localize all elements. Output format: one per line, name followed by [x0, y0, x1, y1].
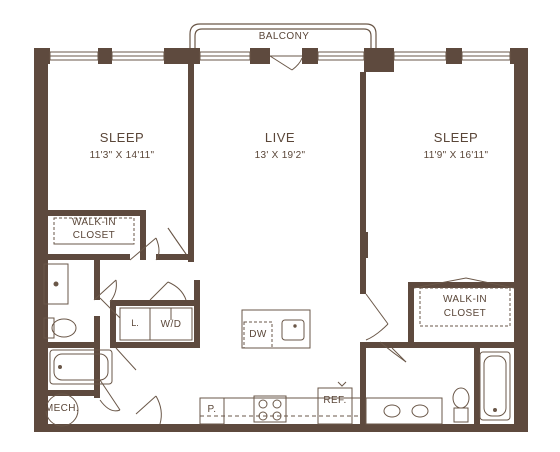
- windows: [49, 51, 511, 61]
- dishwasher-label: DW: [249, 329, 267, 340]
- closet-right-label-2: CLOSET: [443, 308, 487, 319]
- living-dims: 13' X 19'2": [254, 150, 306, 161]
- mechanical-label: MECH.: [44, 403, 80, 414]
- bath-right-fixtures: [365, 351, 511, 425]
- bedroom-right-name: SLEEP: [433, 130, 479, 145]
- closet-right: [413, 277, 515, 327]
- laundry-fixtures: [119, 307, 193, 341]
- kitchen-counter: [199, 381, 360, 425]
- closet-left-label-2: CLOSET: [72, 230, 116, 241]
- closet-left: [53, 217, 135, 245]
- kitchen-island: [241, 309, 311, 349]
- living-name: LIVE: [264, 130, 296, 145]
- linen-label: L.: [131, 318, 139, 328]
- door-swings: [93, 227, 407, 425]
- exterior-walls: [34, 48, 528, 432]
- closet-right-label-1: WALK-IN: [442, 294, 488, 305]
- balcony-outline: [189, 23, 377, 48]
- bath-left-fixtures: [43, 263, 113, 427]
- balcony-label: BALCONY: [258, 31, 310, 42]
- tub-right: [479, 351, 511, 421]
- balcony-door: [269, 55, 303, 71]
- cooktop: [253, 395, 287, 423]
- laundry-label: W/D: [160, 319, 182, 330]
- interior-walls: [34, 64, 514, 430]
- water-heater: [45, 393, 79, 427]
- bedroom-left-name: SLEEP: [99, 130, 145, 145]
- tub-left: [49, 349, 113, 385]
- bedroom-right-dims: 11'9" X 16'11": [423, 150, 489, 161]
- closet-left-label-1: WALK-IN: [71, 217, 117, 228]
- pantry-label: P.: [207, 404, 217, 415]
- bedroom-left-dims: 11'3" X 14'11": [89, 150, 155, 161]
- refrigerator-label: REF.: [323, 395, 347, 406]
